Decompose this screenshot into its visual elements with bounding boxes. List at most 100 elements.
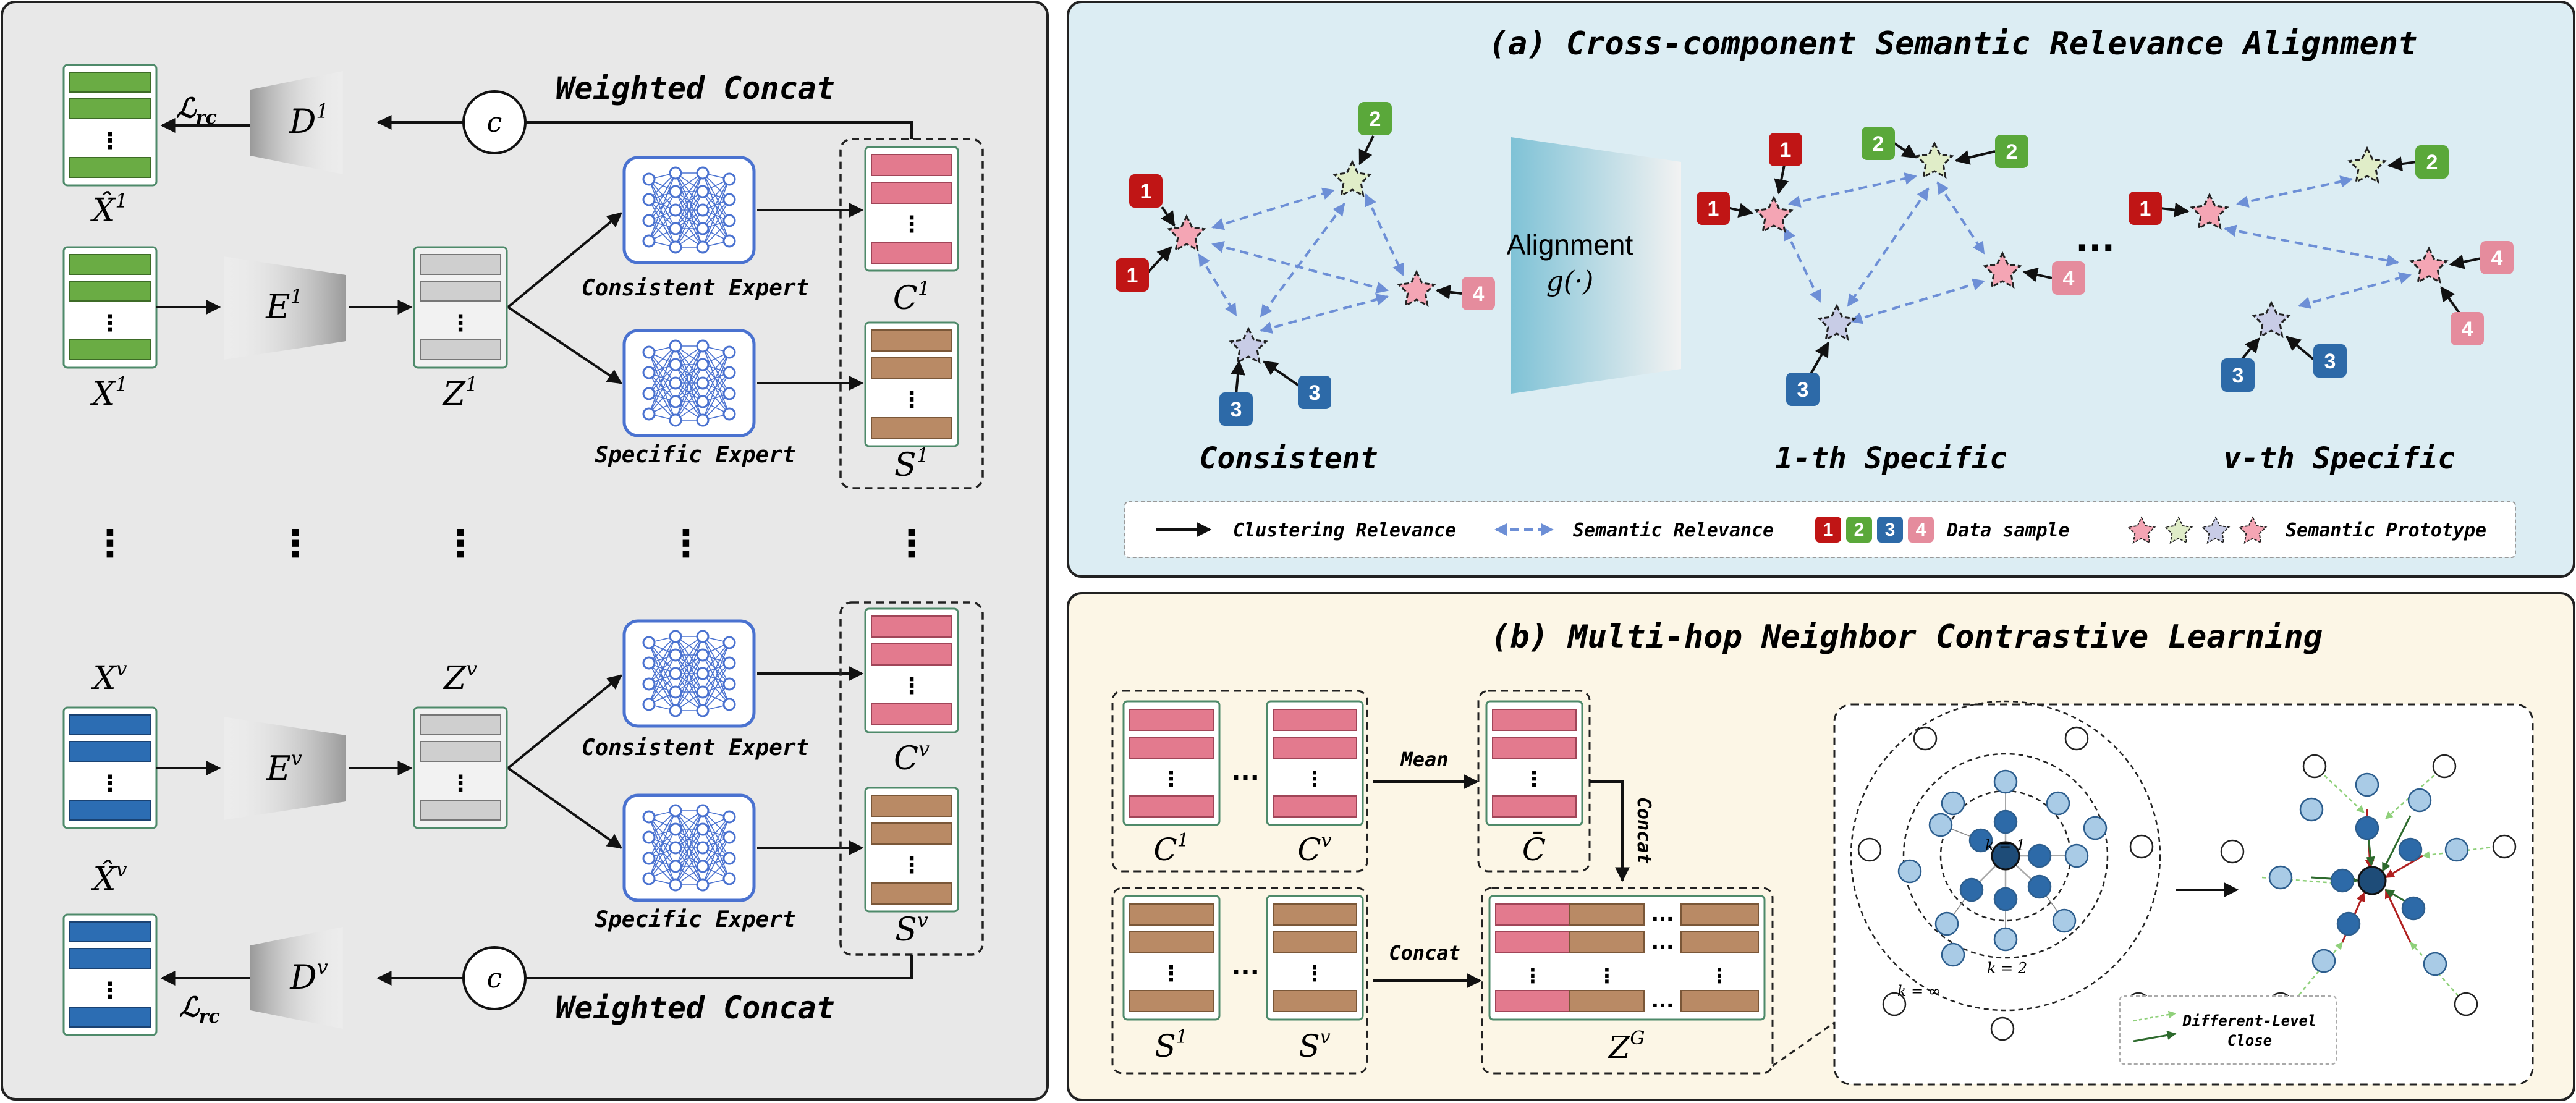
zoom-line-lower: [1772, 1021, 1835, 1067]
pb-sv-block: ⋮: [1266, 895, 1364, 1021]
x1-label: X1: [90, 373, 127, 413]
decoder-dv-label: Dv: [289, 955, 328, 997]
specific-expert-1-label: Specific Expert: [595, 442, 795, 468]
cv-vdots: ⋮: [900, 674, 923, 699]
s-views-group: [1111, 887, 1368, 1075]
consistent-expert-1-network-icon: [624, 158, 754, 263]
decoder-d1-label: D1: [289, 99, 329, 141]
pb-c1-label: C1: [1153, 830, 1188, 868]
encoder-ev-label: Ev: [266, 746, 302, 788]
zv-vdots: ⋮: [449, 771, 472, 797]
pb-cv-vdots: ⋮: [1304, 767, 1325, 792]
zg-label: ZG: [1608, 1028, 1645, 1065]
badge-c-2: [1358, 102, 1392, 135]
encoder-ev-shape: [224, 717, 346, 820]
legend-badge-4: 4: [1916, 520, 1926, 540]
badge-s1-2b-text: 2: [2006, 140, 2018, 164]
concat-horizontal-label: Concat: [1389, 941, 1460, 965]
encoder-e1-label: E1: [265, 285, 303, 326]
legend-clustering-label: Clustering Relevance: [1233, 520, 1456, 541]
xhat1-block: ⋮: [62, 64, 158, 187]
contrastive-graph: [2220, 754, 2517, 1016]
legend-badge-3: 3: [1885, 520, 1896, 540]
xhat1-vdots: ⋮: [99, 129, 121, 154]
zg-hdots-2: ···: [1651, 935, 1674, 958]
consistent-expert-1-label: Consistent Expert: [582, 276, 809, 301]
badge-s1-1a-text: 1: [1780, 138, 1792, 162]
xv-block: ⋮: [62, 706, 158, 829]
label-1th-specific: 1-th Specific: [1775, 441, 2007, 476]
badge-c-4-text: 4: [1473, 282, 1485, 306]
c1-block: ⋮: [864, 146, 959, 272]
badge-c-3b: [1298, 376, 1331, 409]
weighted-concat-top-label: Weighted Concat: [556, 70, 835, 106]
badge-sv-3a-text: 3: [2232, 364, 2244, 387]
zg-vdots-1: ⋮: [1523, 964, 1543, 987]
badge-s1-4-text: 4: [2063, 267, 2075, 290]
middle-vdots-row: ⋮ ⋮ ⋮ ⋮ ⋮: [91, 522, 930, 565]
hop-center-node: [1991, 841, 2020, 871]
panel-a-title: (a) Cross-component Semantic Relevance A…: [1489, 25, 2418, 62]
encoder-e1-shape: [224, 256, 346, 360]
ring-k-2: [1902, 753, 2109, 959]
label-vth-specific: v-th Specific: [2223, 441, 2455, 476]
badge-c-3a: [1219, 392, 1253, 426]
kinf-label: k = ∞: [1897, 983, 1941, 1000]
sv-vdots: ⋮: [900, 853, 923, 878]
badge-sv-2: [2415, 145, 2449, 179]
alignment-fn-label: g(·): [1546, 266, 1593, 297]
panel-b-legend: Different-Level Close: [2119, 995, 2337, 1065]
x1-block: ⋮: [62, 246, 158, 369]
badge-c-3b-text: 3: [1309, 381, 1321, 405]
sv-block: ⋮: [864, 787, 959, 913]
zg-vdots-3: ⋮: [1710, 964, 1729, 987]
sv-label: Sv: [895, 908, 928, 949]
badge-s1-2b: [1995, 135, 2028, 168]
badge-s1-1b-text: 1: [1708, 197, 1719, 221]
line-cs-to-concat-bottom: [525, 955, 913, 979]
legend-different-level-arrow: [2133, 1010, 2177, 1022]
pb-s-hdots: ···: [1231, 958, 1260, 987]
pb-s1-vdots: ⋮: [1161, 961, 1182, 986]
pb-cv-label: Cv: [1297, 830, 1331, 868]
xhatv-block: ⋮: [62, 913, 158, 1036]
arrow-concat-cbar-to-zg: [1590, 780, 1630, 882]
line-cs-to-concat-top: [525, 121, 913, 139]
k1-label: k = 1: [1985, 837, 2025, 854]
legend-data-sample-label: Data sample: [1946, 520, 2070, 541]
alignment-label: Alignment: [1507, 229, 1633, 261]
vdots-col-2: ⋮: [277, 522, 314, 565]
sample-badges: 1 1 2 3 3 4 1 1 2 2 3 4 1 2: [1116, 102, 2514, 426]
c1-vdots: ⋮: [900, 212, 923, 237]
badge-sv-3b-text: 3: [2324, 350, 2336, 373]
badge-sv-4b-text: 4: [2462, 318, 2473, 341]
arrow-z1-to-specific-expert: [507, 306, 622, 384]
zg-hdots-1: ···: [1651, 907, 1674, 931]
cbar-label: C̄: [1522, 831, 1546, 868]
badge-s1-3: [1786, 373, 1820, 406]
vdots-col-3: ⋮: [442, 522, 479, 565]
z1-block: ⋮: [413, 246, 508, 369]
badge-c-3a-text: 3: [1231, 398, 1242, 421]
pb-s1-label: S1: [1155, 1026, 1187, 1064]
panel-a-frame: [1067, 1, 2575, 578]
xhatv-label: X̂v: [90, 858, 127, 898]
badge-sv-2-text: 2: [2426, 151, 2438, 174]
legend-prototype-label: Semantic Prototype: [2286, 520, 2486, 541]
k2-label: k = 2: [1987, 960, 2027, 977]
z1-vdots: ⋮: [449, 311, 472, 336]
hop-dark-nodes: [1959, 809, 2052, 911]
alignment-gradient-shape: [1511, 137, 1681, 394]
c-views-group: [1111, 690, 1368, 873]
badge-s1-4: [2052, 261, 2085, 295]
pb-s1-block: ⋮: [1122, 895, 1221, 1021]
vdots-col-5: ⋮: [893, 522, 930, 565]
badge-sv-4a-text: 4: [2491, 247, 2503, 270]
cv-block: ⋮: [864, 607, 959, 733]
legend-badge-2: 2: [1854, 520, 1865, 540]
cbar-vdots: ⋮: [1523, 767, 1544, 792]
left-panel: ⋮ X̂1 D1 ℒrc c Weighted Concat ⋮ X1 E1: [1, 1, 1049, 1101]
concat-vertical-label: Concat: [1633, 797, 1654, 864]
concat-symbol-bottom: c: [487, 963, 502, 994]
pb-c-hdots: ···: [1231, 764, 1260, 792]
